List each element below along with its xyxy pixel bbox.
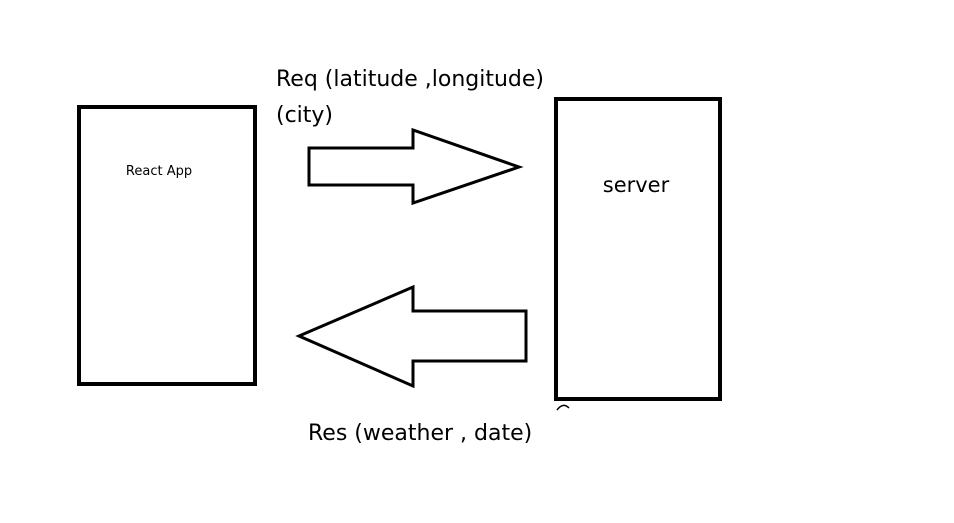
request-label-line1: Req (latitude ,longitude) [276,67,544,92]
stray-mark [556,404,570,411]
server-box [554,97,722,401]
react-app-box [77,105,257,386]
response-label: Res (weather , date) [308,421,532,446]
response-arrow [295,284,528,389]
request-arrow [307,127,524,206]
request-label-line2: (city) [276,103,333,128]
server-node: server [554,97,722,401]
react-app-node: React App [77,105,257,386]
server-label: server [603,173,670,197]
react-app-label: React App [126,164,192,179]
request-label-group: Req (latitude ,longitude) (city) [276,67,544,128]
